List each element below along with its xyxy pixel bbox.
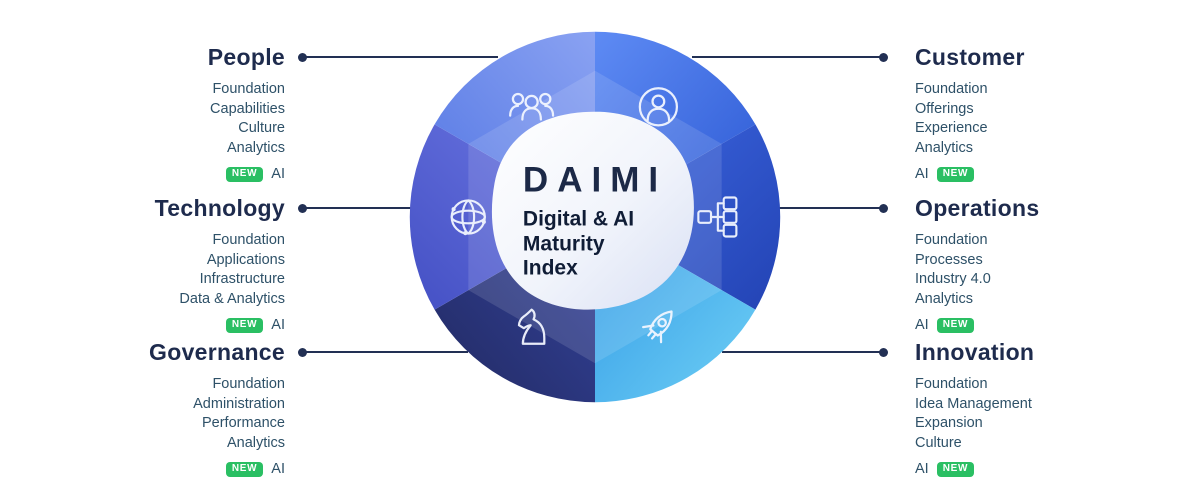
list-item: Foundation [212, 376, 285, 392]
list-item: Applications [206, 251, 285, 268]
brand-subtitle-line1: Digital & AI [522, 207, 635, 231]
new-badge: NEW [936, 317, 975, 333]
list-item: Foundation [212, 232, 285, 248]
new-badge: NEW [225, 166, 264, 182]
customer-icon [638, 87, 679, 127]
list-item: Analytics [915, 139, 974, 156]
list-item: Performance [201, 415, 285, 431]
list-item: Analytics [226, 434, 285, 451]
wheel-svg [409, 31, 781, 403]
list-item: Experience [915, 120, 988, 136]
list-item: Infrastructure [199, 271, 285, 287]
ai-label: AI [915, 461, 929, 477]
connector-dot [879, 52, 888, 62]
connector-customer [692, 52, 888, 62]
people-icon [509, 92, 555, 121]
section-technology: Technology Foundation Applications Infra… [50, 195, 285, 333]
section-operations: Operations Foundation Processes Industry… [915, 195, 1150, 333]
ai-row: AI NEW [915, 317, 1150, 333]
ai-row: NEW AI [50, 461, 285, 477]
list-item: Idea Management [915, 395, 1032, 412]
list-item: Industry 4.0 [915, 271, 991, 287]
new-badge: NEW [225, 461, 264, 477]
connector-governance [298, 347, 468, 357]
maturity-wheel: DAIMI Digital & AI Maturity Index [400, 22, 790, 412]
connector-operations [768, 203, 888, 213]
section-list: Foundation Processes Industry 4.0 Analyt… [915, 231, 1150, 309]
list-item: Culture [915, 434, 962, 451]
connector-dot [298, 203, 307, 213]
section-customer: Customer Foundation Offerings Experience… [915, 44, 1150, 182]
section-list: Foundation Idea Management Expansion Cul… [915, 375, 1150, 453]
ai-label: AI [915, 166, 929, 182]
section-list: Foundation Offerings Experience Analytic… [915, 80, 1150, 158]
ai-label: AI [915, 317, 929, 333]
rocket-icon [642, 310, 673, 344]
knight-icon [517, 308, 546, 345]
section-title-people: People [207, 44, 285, 70]
ai-label: AI [271, 461, 285, 477]
brand-subtitle-line3: Index [522, 256, 578, 280]
section-title-operations: Operations [915, 195, 1040, 221]
connector-people [298, 52, 498, 62]
flowchart-icon [697, 196, 738, 238]
ai-row: NEW AI [50, 317, 285, 333]
section-innovation: Innovation Foundation Idea Management Ex… [915, 339, 1150, 477]
section-people: People Foundation Capabilities Culture A… [50, 44, 285, 182]
list-item: Analytics [226, 139, 285, 156]
list-item: Data & Analytics [179, 290, 285, 307]
connector-dot [879, 203, 888, 213]
ai-row: AI NEW [915, 166, 1150, 182]
center-text-block: DAIMI Digital & AI Maturity Index [523, 160, 667, 281]
brand-subtitle-line2: Maturity [522, 232, 605, 256]
list-item: Foundation [915, 81, 988, 97]
ai-label: AI [271, 166, 285, 182]
connector-technology [298, 203, 428, 213]
section-governance: Governance Foundation Administration Per… [50, 339, 285, 477]
new-badge: NEW [225, 317, 264, 333]
center-blob [491, 111, 694, 310]
list-item: Culture [238, 120, 285, 136]
ai-row: NEW AI [50, 166, 285, 182]
connector-dot [879, 347, 888, 357]
connector-dot [298, 347, 307, 357]
section-list: Foundation Applications Infrastructure D… [50, 231, 285, 309]
section-title-innovation: Innovation [915, 339, 1035, 365]
list-item: Administration [193, 395, 285, 412]
connector-dot [298, 52, 307, 62]
list-item: Foundation [915, 232, 988, 248]
list-item: Processes [915, 251, 983, 268]
connector-innovation [722, 347, 888, 357]
section-title-technology: Technology [154, 195, 285, 221]
ai-label: AI [271, 317, 285, 333]
list-item: Analytics [915, 290, 974, 307]
brand-title: DAIMI [522, 160, 668, 200]
section-title-governance: Governance [149, 339, 285, 365]
new-badge: NEW [936, 461, 975, 477]
list-item: Foundation [212, 81, 285, 97]
list-item: Expansion [915, 415, 983, 431]
new-badge: NEW [936, 166, 975, 182]
list-item: Foundation [915, 376, 988, 392]
section-list: Foundation Capabilities Culture Analytic… [50, 80, 285, 158]
list-item: Capabilities [210, 100, 285, 117]
section-title-customer: Customer [915, 44, 1025, 70]
globe-icon [450, 199, 486, 236]
section-list: Foundation Administration Performance An… [50, 375, 285, 453]
list-item: Offerings [915, 100, 974, 117]
ai-row: AI NEW [915, 461, 1150, 477]
